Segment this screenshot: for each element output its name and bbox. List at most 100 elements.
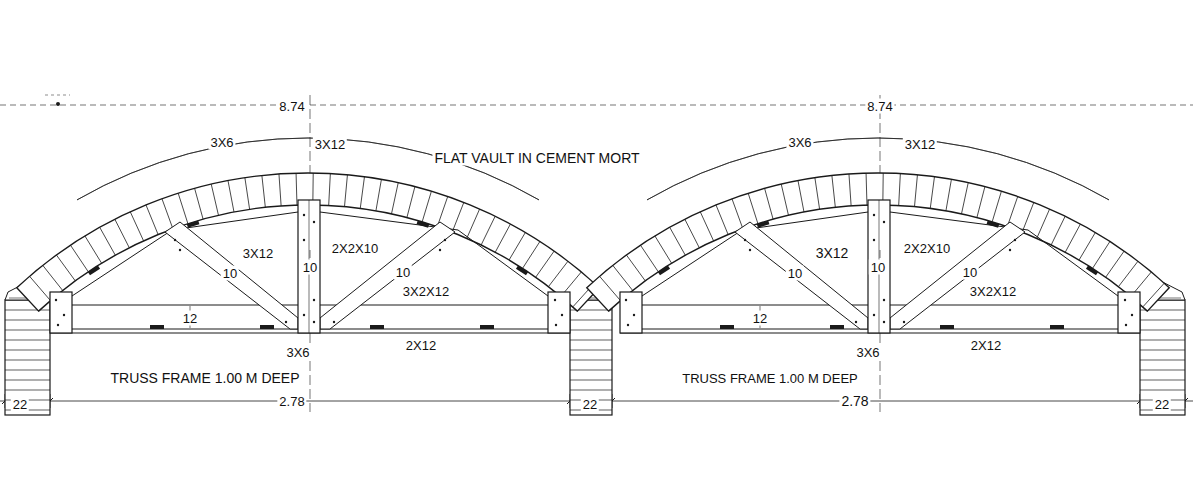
dimension-text: 10 <box>869 260 887 275</box>
bolt <box>55 299 57 301</box>
bolt <box>744 239 746 241</box>
member-size: 10 <box>786 266 804 281</box>
brick-joint <box>626 255 645 281</box>
brick-joint <box>815 178 820 210</box>
drawing-line <box>0 105 1193 106</box>
bearing-plate <box>88 265 100 275</box>
bolt <box>285 321 287 323</box>
brick-joint <box>329 174 331 206</box>
bolt <box>1125 324 1127 326</box>
bolt <box>179 249 181 251</box>
chord-plate <box>480 325 494 329</box>
brick-joint <box>509 232 525 260</box>
brick-joint <box>178 193 188 223</box>
member-size: 2X12 <box>404 338 438 353</box>
bolt <box>63 314 65 316</box>
note-text: FLAT VAULT IN CEMENT MORT <box>432 151 641 166</box>
member-size: 3X6 <box>284 345 311 360</box>
brick-joint <box>43 265 63 290</box>
dimension-text: 10 <box>221 266 239 281</box>
brick-course <box>570 330 612 331</box>
end-post <box>1118 292 1140 333</box>
guide-arc <box>647 138 1109 200</box>
pillar-dimension: 22 <box>11 397 29 412</box>
pillar-body <box>570 300 612 415</box>
brick-joint <box>914 175 917 207</box>
brick-course <box>5 370 50 371</box>
brick-course <box>1140 370 1185 371</box>
brick-course <box>1140 350 1185 351</box>
dimension-line <box>310 250 311 258</box>
chord-plate <box>150 325 164 329</box>
dimension-line <box>880 250 881 258</box>
brick-joint <box>279 174 281 206</box>
brick-joint <box>452 202 464 232</box>
brick-course <box>5 330 50 331</box>
grid-dot <box>56 102 60 106</box>
member-size: 2X2X10 <box>902 241 952 256</box>
brick-joint <box>732 199 743 229</box>
brick-course <box>5 360 50 361</box>
brick-joint <box>832 175 835 207</box>
brick-joint <box>600 276 621 300</box>
brick-course <box>5 350 50 351</box>
bolt <box>313 321 315 323</box>
brick-joint <box>100 227 116 255</box>
brick-joint <box>1007 197 1017 227</box>
brick-course <box>1140 330 1185 331</box>
bolt <box>883 321 885 323</box>
brick-joint <box>262 175 265 207</box>
dimension-text: 10 <box>961 265 979 280</box>
brick-course <box>570 370 612 371</box>
truss-member <box>742 212 868 230</box>
brick-joint <box>685 219 699 248</box>
brick-joint <box>1093 241 1110 268</box>
member-size: 3X12 <box>241 246 275 261</box>
bolt <box>1124 299 1126 301</box>
brick-course <box>570 350 612 351</box>
brick-joint <box>1106 251 1124 277</box>
bolt <box>303 239 305 241</box>
span-dimension: 2.78 <box>277 394 306 409</box>
brick-course <box>5 390 50 391</box>
brick-joint <box>1037 209 1050 238</box>
truss-member <box>458 230 548 296</box>
bolt <box>333 321 335 323</box>
brick-joint <box>344 175 347 207</box>
center-post <box>298 200 320 333</box>
brick-course <box>5 340 50 341</box>
bolt <box>873 239 875 241</box>
brick-course <box>1140 380 1185 381</box>
bolt <box>439 249 441 251</box>
grid-dimension: 8.74 <box>865 99 894 114</box>
bolt <box>873 214 875 216</box>
brick-course <box>1140 340 1185 341</box>
vault-bay <box>587 138 1169 333</box>
brick-joint <box>1022 202 1034 232</box>
brick-joint <box>467 209 480 238</box>
bolt <box>444 239 446 241</box>
brick-joint <box>716 205 728 235</box>
brick-joint <box>70 245 88 272</box>
bolt <box>883 299 885 301</box>
bolt <box>633 314 635 316</box>
brick-joint <box>1051 216 1065 245</box>
bearing-plate <box>987 221 1000 228</box>
brick-joint <box>613 265 633 290</box>
diagonal-strut <box>165 222 298 329</box>
drawing-line <box>45 95 70 96</box>
brick-joint <box>376 179 382 211</box>
brick-course <box>570 390 612 391</box>
brick-joint <box>146 205 158 235</box>
diagonal-strut <box>890 222 1025 329</box>
brick-joint <box>1079 232 1095 260</box>
brick-course <box>5 380 50 381</box>
vault-bay <box>17 138 599 333</box>
brick-joint <box>899 174 901 206</box>
brick-joint <box>961 183 968 214</box>
member-size: TRUSS FRAME 1.00 M DEEP <box>680 371 860 386</box>
brick-joint <box>195 188 203 219</box>
truss-member <box>72 230 172 296</box>
member-size: 3X2X12 <box>401 284 451 299</box>
member-size: 3X6 <box>786 135 813 150</box>
